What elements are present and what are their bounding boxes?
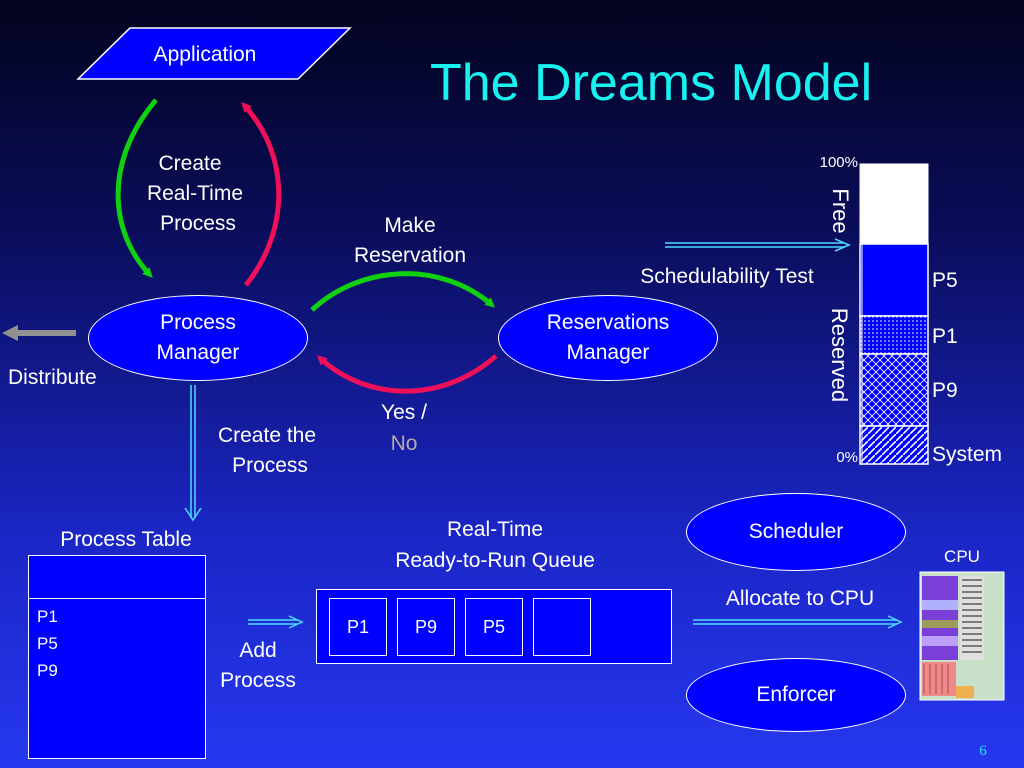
bar-p9-segment (859, 353, 929, 427)
bar-seg-label-p1: P1 (932, 325, 958, 348)
page-number: 6 (979, 743, 987, 759)
enforcer-node[interactable]: Enforcer (686, 658, 906, 732)
add-process-arrow (248, 615, 304, 629)
process-table-header (29, 556, 205, 599)
allocate-cpu-arrow (693, 615, 903, 629)
application-shape[interactable] (76, 27, 352, 80)
create-the-process-arrow (184, 385, 202, 522)
application-label: Application (153, 43, 257, 66)
bar-bottom-label: 0% (836, 449, 858, 466)
bar-free-segment (859, 163, 929, 245)
create-process-arrow (115, 98, 158, 278)
bar-p5-segment (859, 243, 929, 317)
bar-system-segment (859, 425, 929, 465)
no-label: No (390, 432, 418, 455)
process-table-entry: P1 (37, 607, 58, 626)
cpu-chip-icon (919, 571, 1005, 701)
cpu-label: CPU (944, 547, 980, 566)
process-table: P1 P5 P9 (28, 555, 206, 759)
process-table-list: P1 P5 P9 (37, 603, 58, 684)
scheduler-node[interactable]: Scheduler (686, 493, 906, 571)
bar-seg-label-p9: P9 (932, 379, 958, 402)
bar-seg-label-system: System (932, 443, 1003, 466)
reservations-manager-node[interactable]: Reservations Manager (498, 295, 718, 381)
schedulability-test-label: Schedulability Test (640, 265, 814, 288)
allocate-cpu-label: Allocate to CPU (725, 587, 875, 610)
yes-label: Yes / (381, 401, 427, 424)
process-table-title: Process Table (60, 528, 192, 551)
slide-title: The Dreams Model (430, 54, 873, 112)
schedulability-arrow (665, 238, 851, 252)
bar-free-label: Free (828, 188, 853, 234)
bar-top-label: 100% (819, 154, 858, 171)
process-table-entry: P9 (37, 661, 58, 680)
queue-slot: P5 (465, 598, 523, 656)
queue-slot-empty (533, 598, 591, 656)
queue-slot: P9 (397, 598, 455, 656)
bar-reserved-label: Reserved (827, 307, 852, 403)
reservation-bar (859, 163, 929, 465)
bar-p1-segment (859, 315, 929, 355)
process-table-entry: P5 (37, 634, 58, 653)
bar-seg-label-p5: P5 (932, 269, 958, 292)
distribute-label: Distribute (8, 366, 97, 389)
process-manager-node[interactable]: Process Manager (88, 295, 308, 381)
yes-no-arrow (317, 354, 498, 394)
application-return-arrow (241, 102, 282, 287)
queue-slot: P1 (329, 598, 387, 656)
make-reservation-arrow (310, 271, 496, 312)
